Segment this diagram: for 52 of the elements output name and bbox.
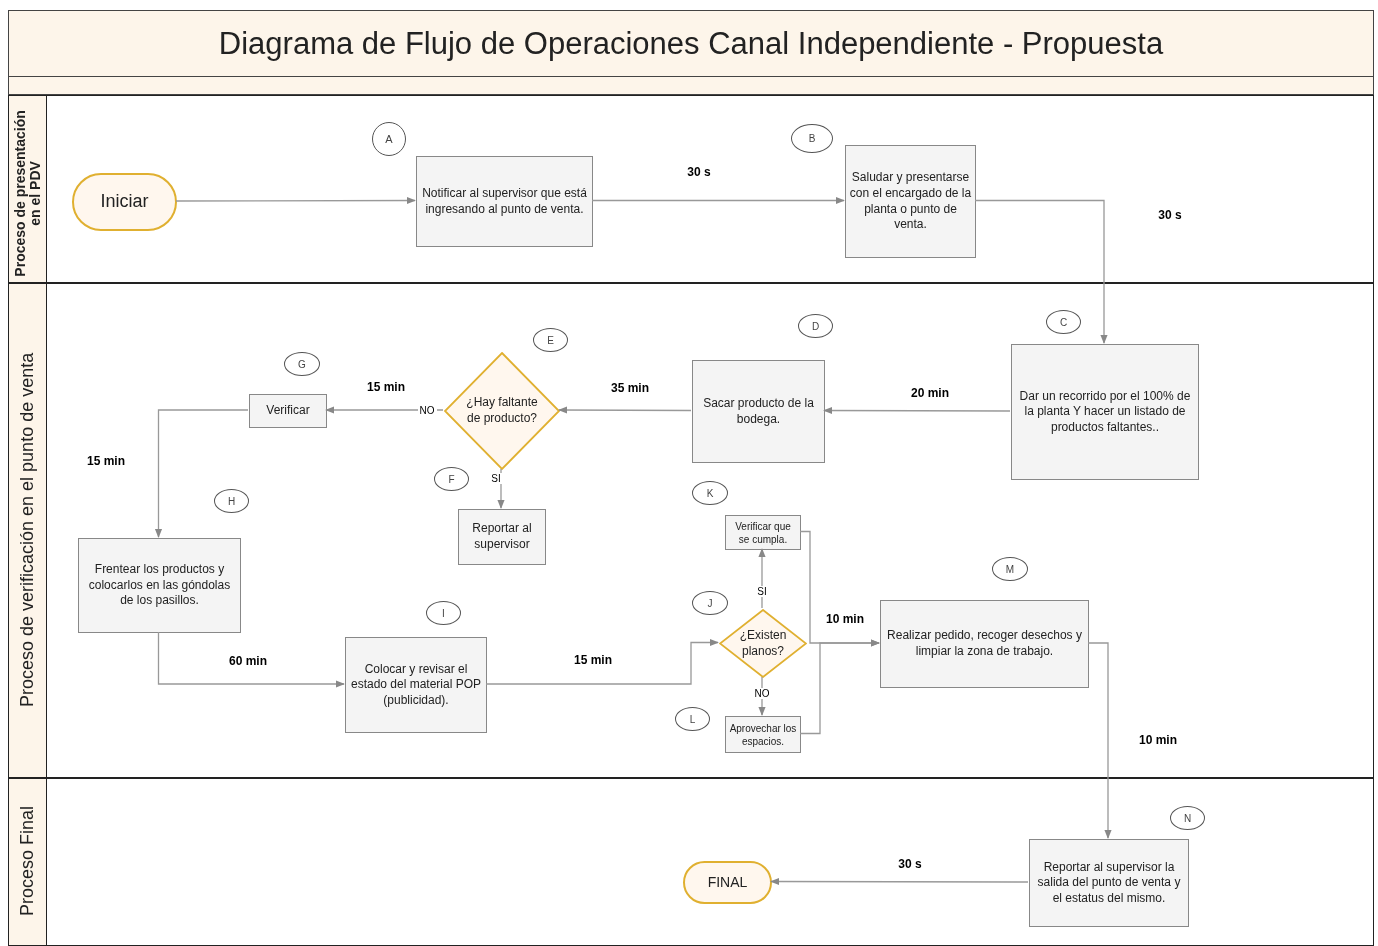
process-box: Colocar y revisar el estado del material POP (publicidad). xyxy=(345,637,487,733)
connector-arrow xyxy=(758,548,766,609)
decision-diamond: ¿Hay faltante de producto? xyxy=(444,352,560,470)
lane-label: Proceso de presentación en el PDV xyxy=(12,109,43,279)
edge-label: SI xyxy=(489,472,503,484)
duration-label: 15 min xyxy=(365,380,407,394)
process-box: Notificar al supervisor que está ingresando al punto de venta. xyxy=(416,156,593,247)
edge-label: 10 min xyxy=(1136,733,1180,747)
diagram-title: Diagrama de Flujo de Operaciones Canal Independiente - Propuesta xyxy=(8,10,1374,77)
edge-label: 30 s xyxy=(685,165,713,179)
connector-arrow xyxy=(175,196,416,205)
edge-label: 60 min xyxy=(227,654,269,668)
swimlane xyxy=(8,95,1374,283)
connector-arrow xyxy=(799,639,880,735)
connector-arrow xyxy=(974,199,1108,344)
process-box: Frentear los productos y colocarlos en las góndolas de los pasillos. xyxy=(78,538,241,633)
edge-label: NO xyxy=(752,687,772,699)
connector-arrow xyxy=(558,406,692,414)
connector-arrow xyxy=(1087,642,1112,839)
process-box: Reportar al supervisor xyxy=(458,509,546,565)
connector-arrow xyxy=(157,631,345,688)
edge-label: SI xyxy=(755,585,769,597)
connector-arrow xyxy=(823,406,1011,415)
process-box: Sacar producto de la bodega. xyxy=(692,360,825,463)
edge-label: 10 min xyxy=(824,612,866,626)
process-box: Realizar pedido, recoger desechos y limpiar la zona de trabajo. xyxy=(880,600,1089,688)
swimlane xyxy=(8,778,1374,946)
lane-label: Proceso de verificación en el punto de venta xyxy=(17,351,38,709)
process-box: Saludar y presentarse con el encargado de la planta o punto de venta. xyxy=(845,145,976,258)
process-box: Verificar xyxy=(249,394,327,428)
edge-label: 30 s xyxy=(1156,208,1184,222)
terminator-pill: Iniciar xyxy=(72,173,177,231)
terminator-pill: FINAL xyxy=(683,861,772,904)
edge-label: 30 s xyxy=(896,857,924,871)
connector-arrow xyxy=(154,409,249,538)
process-box: Verificar que se cumpla. xyxy=(725,515,801,550)
edge-label: 20 min xyxy=(909,386,951,400)
edge-label: 35 min xyxy=(609,381,651,395)
decision-diamond: ¿Existen planos? xyxy=(719,609,807,678)
connector-arrow xyxy=(770,877,1029,886)
process-box: Reportar al supervisor la salida del punto de venta y el estatus del mismo. xyxy=(1029,839,1189,927)
edge-label: NO xyxy=(417,404,437,416)
connector-arrow xyxy=(485,638,719,685)
process-box: Dar un recorrido por el 100% de la planta Y hacer un listado de productos faltantes.. xyxy=(1011,344,1199,480)
connector-arrow xyxy=(591,196,845,205)
process-box: Aprovechar los espacios. xyxy=(725,716,801,753)
lane-label: Proceso Final xyxy=(17,804,38,918)
swimlane xyxy=(8,283,1374,778)
edge-label: 15 min xyxy=(85,454,127,468)
connector-arrow xyxy=(325,406,444,414)
connector-arrow xyxy=(497,468,505,509)
edge-label: 15 min xyxy=(572,653,614,667)
